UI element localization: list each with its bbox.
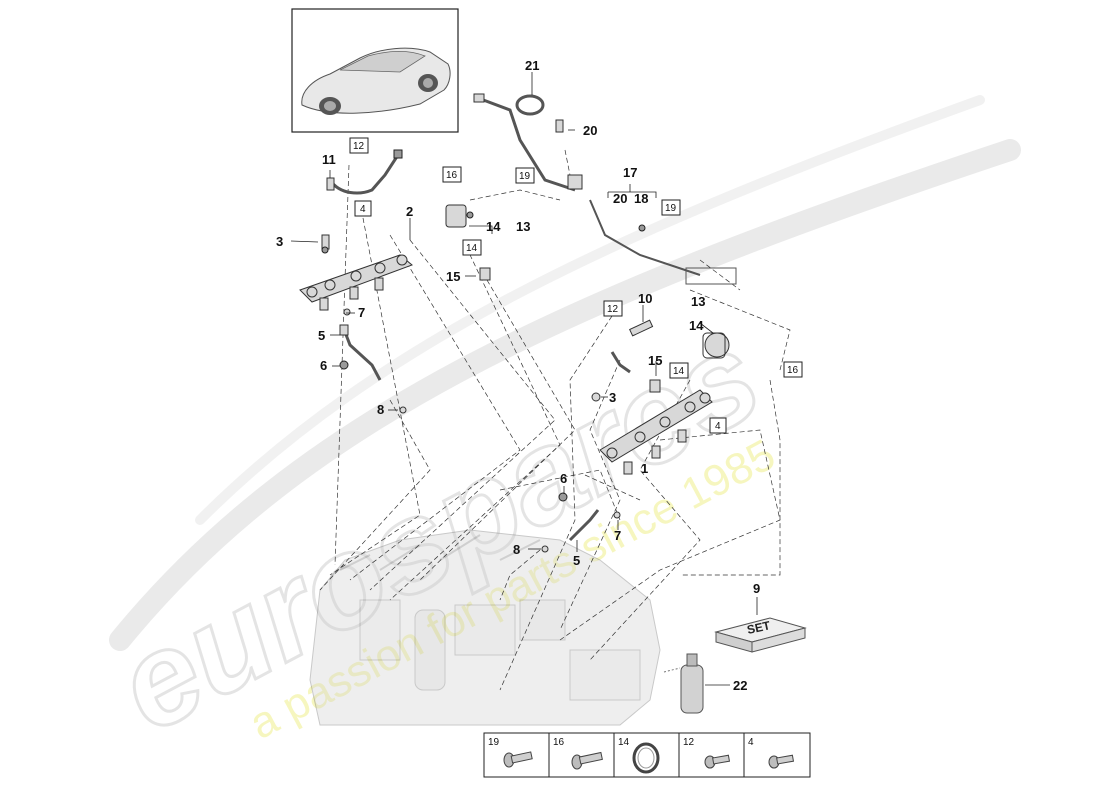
callout-9: 9 bbox=[753, 581, 760, 596]
fuel-rail-left bbox=[299, 254, 413, 311]
boxed-callout-12: 12 bbox=[603, 300, 623, 317]
svg-text:4: 4 bbox=[748, 737, 754, 748]
fuel-line-top bbox=[473, 93, 737, 285]
fuel-line-left bbox=[326, 149, 403, 195]
callout-15: 15 bbox=[446, 269, 460, 284]
boxed-callout-19: 19 bbox=[661, 199, 681, 216]
callout-10: 10 bbox=[638, 291, 652, 306]
svg-text:4: 4 bbox=[360, 204, 366, 215]
boxed-callout-19: 19 bbox=[515, 167, 535, 184]
callout-6: 6 bbox=[560, 471, 567, 486]
hp-pump-left bbox=[445, 204, 491, 281]
car-thumbnail-icon bbox=[301, 47, 451, 115]
sensor-left bbox=[321, 234, 330, 254]
injector-line-left bbox=[339, 308, 407, 414]
svg-text:12: 12 bbox=[683, 737, 695, 748]
svg-text:12: 12 bbox=[353, 141, 365, 152]
boxed-callout-14: 14 bbox=[669, 362, 689, 379]
callout-18: 18 bbox=[634, 191, 648, 206]
fuel-rail-right bbox=[599, 389, 713, 475]
fastener-table: 19 16 14 12 bbox=[483, 732, 811, 778]
callout-13: 13 bbox=[516, 219, 530, 234]
callout-1: 1 bbox=[641, 461, 648, 476]
svg-text:14: 14 bbox=[673, 366, 685, 377]
svg-text:19: 19 bbox=[488, 737, 500, 748]
callout-15: 15 bbox=[648, 353, 662, 368]
svg-text:16: 16 bbox=[446, 170, 458, 181]
callout-7: 7 bbox=[358, 305, 365, 320]
callout-21: 21 bbox=[525, 58, 539, 73]
fastener-cell-14: 14 bbox=[618, 737, 660, 774]
fastener-cell-4: 4 bbox=[748, 737, 795, 769]
repair-set-box: SET bbox=[714, 617, 807, 653]
svg-text:12: 12 bbox=[607, 304, 619, 315]
fastener-cell-12: 12 bbox=[683, 737, 731, 769]
boxed-callout-12: 12 bbox=[349, 137, 369, 154]
callout-2: 2 bbox=[406, 204, 413, 219]
svg-text:14: 14 bbox=[466, 243, 478, 254]
boxed-callout-16: 16 bbox=[783, 361, 803, 378]
callout-8: 8 bbox=[513, 542, 520, 557]
fastener-cell-19: 19 bbox=[488, 737, 533, 768]
svg-text:16: 16 bbox=[787, 365, 799, 376]
svg-text:4: 4 bbox=[715, 421, 721, 432]
spray-can bbox=[663, 653, 704, 714]
boxed-callout-16: 16 bbox=[442, 166, 462, 183]
callout-20: 20 bbox=[583, 123, 597, 138]
svg-text:16: 16 bbox=[553, 737, 565, 748]
engine-block bbox=[309, 529, 661, 726]
callout-13: 13 bbox=[691, 294, 705, 309]
screw-icon bbox=[768, 754, 795, 769]
seal-ring-icon bbox=[632, 742, 660, 774]
hp-pump-right bbox=[702, 332, 730, 359]
callout-5: 5 bbox=[318, 328, 325, 343]
fuel-line-right bbox=[591, 319, 661, 402]
callout-8: 8 bbox=[377, 402, 384, 417]
svg-text:19: 19 bbox=[665, 203, 677, 214]
callout-22: 22 bbox=[733, 678, 747, 693]
callouts: 21 20 11 2 3 13 14 15 7 5 6 8 17 20 18 1… bbox=[276, 58, 760, 693]
injector-line-right bbox=[541, 492, 621, 553]
boxed-callouts: 12 4 16 14 19 19 12 14 bbox=[349, 137, 803, 434]
car-thumbnail bbox=[291, 8, 459, 133]
set-label: SET bbox=[746, 618, 772, 637]
boxed-callout-14: 14 bbox=[462, 239, 482, 256]
callout-6: 6 bbox=[320, 358, 327, 373]
fastener-cell-16: 16 bbox=[553, 737, 603, 770]
callout-7: 7 bbox=[614, 528, 621, 543]
boxed-callout-4: 4 bbox=[354, 200, 372, 217]
callout-3: 3 bbox=[276, 234, 283, 249]
callout-11: 11 bbox=[322, 152, 336, 167]
bolt-icon bbox=[571, 751, 603, 770]
screw-icon bbox=[704, 754, 731, 769]
callout-17: 17 bbox=[623, 165, 637, 180]
svg-text:14: 14 bbox=[618, 737, 630, 748]
callout-5: 5 bbox=[573, 553, 580, 568]
callout-3: 3 bbox=[609, 390, 616, 405]
leaders bbox=[290, 72, 758, 686]
callout-14: 14 bbox=[486, 219, 501, 234]
boxed-callout-4: 4 bbox=[709, 417, 727, 434]
svg-text:19: 19 bbox=[519, 171, 531, 182]
callout-14: 14 bbox=[689, 318, 704, 333]
callout-20: 20 bbox=[613, 191, 627, 206]
bolt-icon bbox=[503, 751, 533, 768]
